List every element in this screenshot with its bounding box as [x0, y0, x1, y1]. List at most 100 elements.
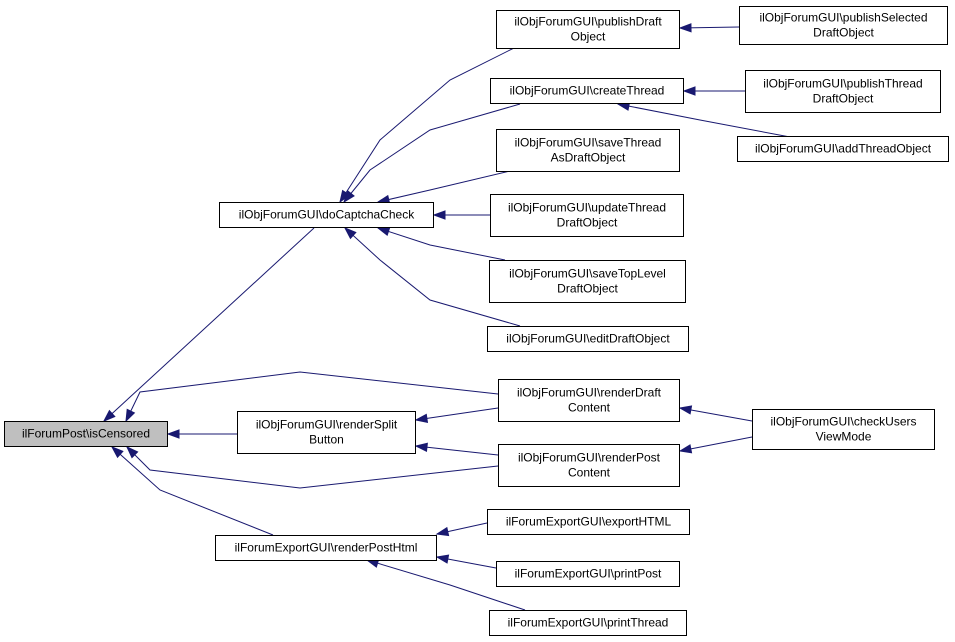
node-label: ilObjForumGUI\editDraftObject	[506, 332, 670, 346]
node-label: DraftObject	[557, 216, 618, 230]
arrow-head-icon	[125, 408, 136, 423]
arrow-head-icon	[376, 227, 391, 237]
node-box	[737, 136, 949, 162]
node-printPost[interactable]: ilForumExportGUI\printPost	[496, 561, 680, 587]
edge-line	[415, 445, 499, 456]
node-label: ilObjForumGUI\renderDraft	[517, 386, 662, 400]
node-addThreadObject[interactable]: ilObjForumGUI\addThreadObject	[737, 136, 949, 162]
edge-publishSelectedDraftObject-to-publishDraftObject	[678, 23, 740, 33]
node-label: ilForumPost\isCensored	[22, 427, 150, 441]
edge-line	[679, 436, 753, 452]
edge-renderDraftContent-to-renderSplitButton	[414, 407, 499, 423]
nodes: ilForumPost\isCensored ilObjForumGUI\doCa…	[4, 6, 949, 636]
edge-doCaptchaCheck-to-isCensored	[102, 227, 315, 422]
arrow-head-icon	[102, 409, 116, 422]
node-box	[496, 129, 680, 172]
arrow-head-icon	[166, 429, 180, 439]
edge-line	[377, 227, 506, 261]
edge-line	[344, 227, 521, 327]
arrow-head-icon	[343, 190, 355, 204]
edge-renderPostHtml-to-isCensored	[110, 446, 274, 536]
node-isCensored[interactable]: ilForumPost\isCensored	[4, 421, 168, 447]
node-box	[739, 6, 948, 45]
node-box	[490, 194, 684, 237]
node-box	[498, 379, 680, 422]
edge-printPost-to-renderPostHtml	[435, 554, 497, 569]
node-doCaptchaCheck[interactable]: ilObjForumGUI\doCaptchaCheck	[219, 202, 434, 228]
edge-line	[415, 407, 499, 421]
edge-renderSplitButton-to-isCensored	[166, 429, 237, 439]
node-label: Object	[571, 30, 606, 44]
edge-line	[126, 446, 499, 489]
node-exportHTML[interactable]: ilForumExportGUI\exportHTML	[487, 509, 690, 535]
arrow-head-icon	[343, 227, 357, 240]
node-label: Content	[568, 466, 611, 480]
node-box	[489, 610, 687, 636]
node-editDraftObject[interactable]: ilObjForumGUI\editDraftObject	[487, 326, 689, 352]
node-label: ilObjForumGUI\publishThread	[763, 77, 922, 91]
edge-line	[679, 407, 753, 422]
node-box	[752, 409, 935, 450]
node-box	[490, 78, 684, 104]
node-renderPostHtml[interactable]: ilForumExportGUI\renderPostHtml	[215, 535, 437, 561]
node-label: ilObjForumGUI\createThread	[510, 84, 665, 98]
node-label: Button	[309, 433, 344, 447]
node-box	[487, 326, 689, 352]
node-label: AsDraftObject	[551, 151, 626, 165]
node-label: ilForumExportGUI\renderPostHtml	[235, 541, 418, 555]
arrow-head-icon	[678, 23, 692, 33]
arrow-head-icon	[682, 86, 696, 96]
arrow-head-icon	[678, 405, 693, 415]
edge-line	[103, 227, 315, 422]
node-createThread[interactable]: ilObjForumGUI\createThread	[490, 78, 684, 104]
node-printThread[interactable]: ilForumExportGUI\printThread	[489, 610, 687, 636]
node-label: ilObjForumGUI\updateThread	[508, 201, 666, 215]
node-box	[487, 509, 690, 535]
node-label: ilObjForumGUI\checkUsers	[770, 415, 916, 429]
edge-line	[377, 170, 511, 203]
edge-checkUsersViewMode-to-renderDraftContent	[678, 405, 753, 422]
node-label: DraftObject	[813, 92, 874, 106]
edge-renderPostContent-to-renderSplitButton	[414, 442, 499, 456]
node-label: ilObjForumGUI\publishDraft	[514, 15, 662, 29]
arrow-head-icon	[414, 413, 429, 423]
node-box	[496, 561, 680, 587]
node-box	[496, 10, 680, 49]
edge-publishDraftObject-to-doCaptchaCheck	[339, 47, 515, 204]
node-label: Content	[568, 401, 611, 415]
edge-line	[617, 103, 791, 138]
node-label: ilObjForumGUI\doCaptchaCheck	[239, 208, 415, 222]
edge-updateThreadDraftObject-to-doCaptchaCheck	[432, 210, 490, 220]
node-label: ViewMode	[816, 430, 872, 444]
node-label: ilObjForumGUI\saveTopLevel	[509, 267, 666, 281]
arrow-head-icon	[110, 446, 124, 459]
node-box	[4, 421, 168, 447]
edge-checkUsersViewMode-to-renderPostContent	[678, 436, 753, 454]
arrow-head-icon	[125, 445, 139, 459]
node-box	[215, 535, 437, 561]
node-box	[498, 444, 680, 487]
arrow-head-icon	[414, 442, 428, 452]
edge-line	[343, 103, 521, 203]
node-label: ilForumExportGUI\printThread	[508, 616, 669, 630]
edge-saveTopLevelDraftObject-to-doCaptchaCheck	[376, 227, 506, 261]
edge-editDraftObject-to-doCaptchaCheck	[343, 227, 521, 327]
edge-line	[125, 371, 499, 422]
node-box	[237, 411, 416, 454]
arrow-head-icon	[678, 444, 693, 454]
node-label: DraftObject	[813, 26, 874, 40]
arrow-head-icon	[435, 526, 450, 537]
node-label: ilObjForumGUI\saveThread	[515, 136, 662, 150]
edge-line	[366, 559, 526, 611]
arrow-head-icon	[432, 210, 446, 220]
